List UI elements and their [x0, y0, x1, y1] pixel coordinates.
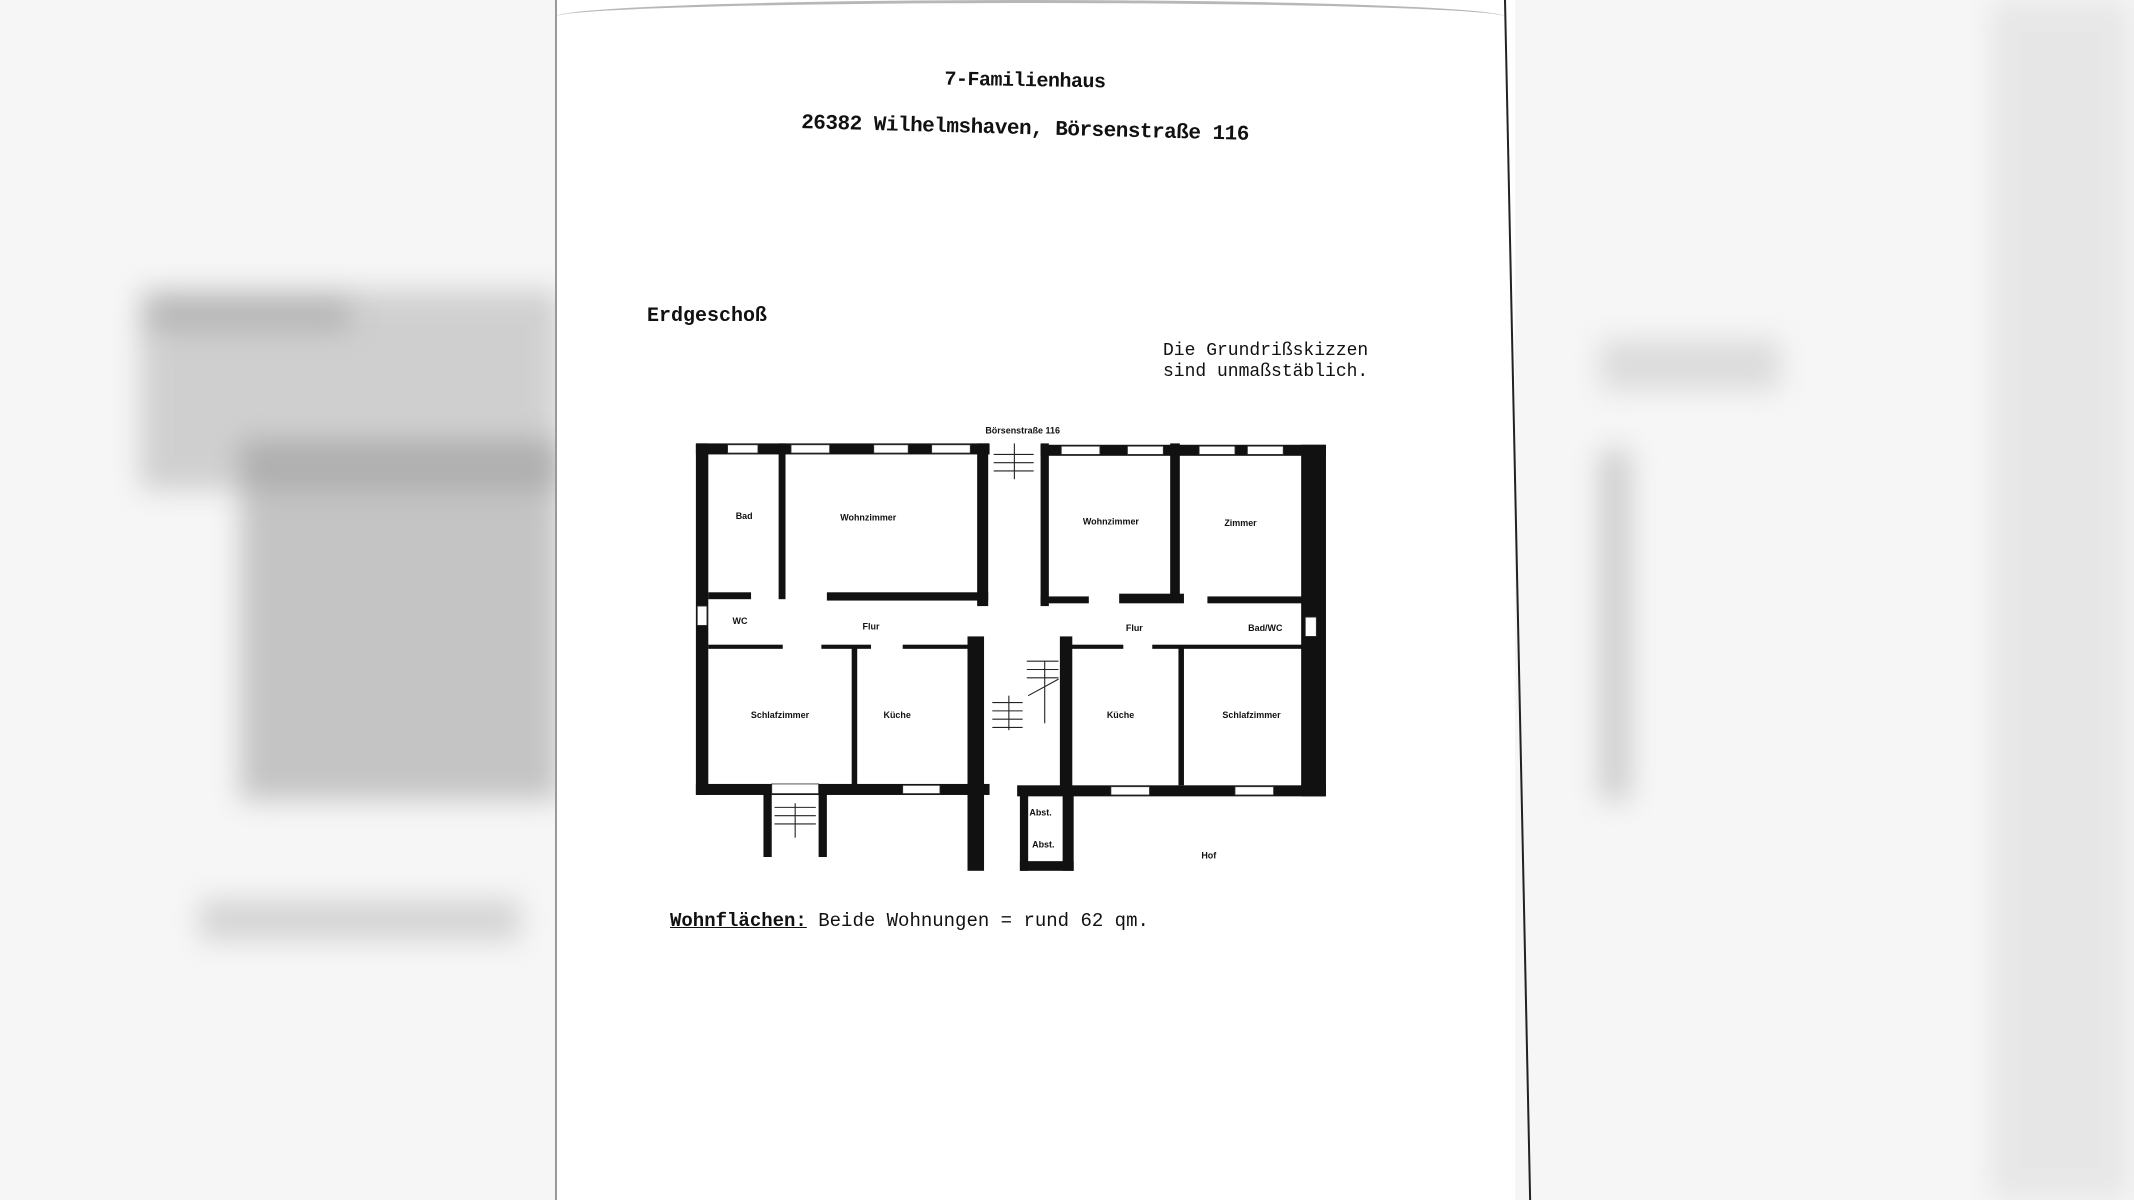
- label-wohnzimmer-left: Wohnzimmer: [840, 513, 897, 523]
- label-bad: Bad: [736, 511, 753, 521]
- document-page: [555, 0, 1515, 1200]
- label-abst-2: Abst.: [1032, 839, 1054, 849]
- room-labels: Börsenstraße 116 Bad Wohnzimmer Wohnzimm…: [733, 426, 1283, 861]
- label-flur-right: Flur: [1126, 623, 1143, 633]
- label-zimmer: Zimmer: [1224, 518, 1257, 528]
- background-blur-right-2: [1600, 450, 1630, 800]
- scale-note-line1: Die Grundrißskizzen: [1163, 341, 1369, 361]
- living-area-label: Wohnflächen:: [670, 910, 807, 932]
- floor-heading: Erdgeschoß: [647, 305, 768, 328]
- background-blur-left-2: [240, 440, 560, 800]
- stairs: [774, 443, 1059, 838]
- label-kueche-right: Küche: [1107, 710, 1134, 720]
- label-street: Börsenstraße 116: [985, 426, 1060, 436]
- label-abst-1: Abst.: [1029, 808, 1051, 818]
- page-top-curl: [555, 0, 1505, 17]
- label-flur-left: Flur: [863, 622, 880, 632]
- label-bad-wc: Bad/WC: [1248, 623, 1283, 633]
- label-kueche-left: Küche: [883, 710, 910, 720]
- label-schlafzimmer-left: Schlafzimmer: [751, 710, 810, 720]
- page-edge-left: [555, 0, 557, 1200]
- label-wc: WC: [733, 616, 748, 626]
- label-hof: Hof: [1201, 850, 1216, 860]
- living-area-line: Wohnflächen: Beide Wohnungen = rund 62 q…: [670, 910, 1149, 932]
- floor-plan: Börsenstraße 116 Bad Wohnzimmer Wohnzimm…: [695, 426, 1326, 871]
- scale-note-line2: sind unmaßstäblich.: [1163, 362, 1369, 382]
- living-area-value: Beide Wohnungen = rund 62 qm.: [818, 910, 1149, 932]
- background-blur-right-3: [1990, 0, 2130, 1200]
- windows: [696, 444, 1317, 796]
- walls: [695, 443, 1326, 871]
- label-wohnzimmer-right: Wohnzimmer: [1083, 517, 1140, 527]
- background-blur-right: [1600, 340, 1780, 390]
- label-schlafzimmer-right: Schlafzimmer: [1222, 710, 1281, 720]
- background-blur-left-3: [150, 300, 350, 330]
- background-blur-left-4: [200, 900, 520, 940]
